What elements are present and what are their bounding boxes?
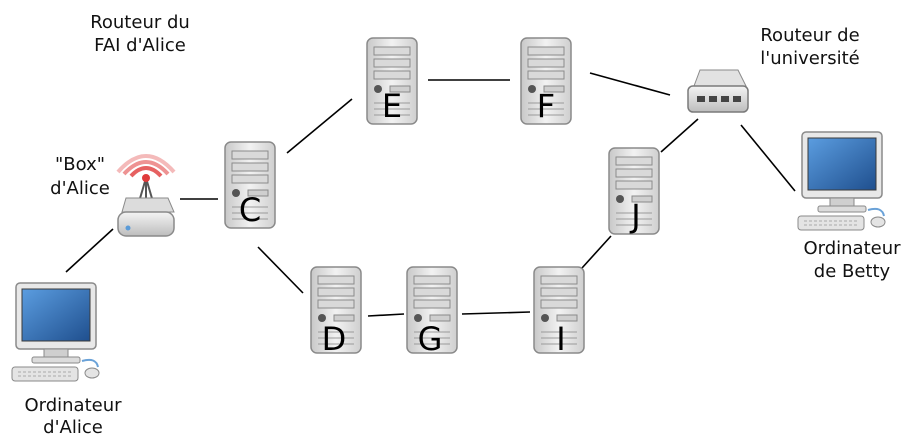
caption-line: Routeur du xyxy=(90,12,190,33)
server-f[interactable]: F xyxy=(520,37,572,125)
server-i[interactable]: I xyxy=(533,266,585,358)
server-c[interactable]: C xyxy=(224,141,276,229)
caption-line: "Box" xyxy=(55,154,105,175)
link-d-g xyxy=(367,313,405,317)
caption-line: FAI d'Alice xyxy=(94,35,186,56)
link-unirouter-bettypc xyxy=(740,124,796,192)
server-label-c: C xyxy=(239,191,261,229)
server-label-d: D xyxy=(322,320,347,358)
server-label-e: E xyxy=(382,87,402,125)
server-d[interactable]: D xyxy=(310,266,362,358)
link-alicepc-box xyxy=(65,228,114,273)
link-i-j xyxy=(581,235,612,269)
link-c-d xyxy=(257,246,304,294)
caption-university-router: Routeur de l'université xyxy=(760,25,859,69)
server-e[interactable]: E xyxy=(366,37,418,125)
link-g-i xyxy=(461,311,531,315)
server-j[interactable]: J xyxy=(608,147,660,235)
caption-line: Routeur de xyxy=(760,25,859,46)
link-unirouter-j xyxy=(660,118,699,153)
caption-betty-computer: Ordinateur de Betty xyxy=(803,238,901,282)
caption-line: Ordinateur xyxy=(24,395,122,416)
server-label-g: G xyxy=(418,320,443,358)
alice-box[interactable] xyxy=(116,154,176,237)
caption-line: l'université xyxy=(760,48,859,69)
caption-isp-router: Routeur du FAI d'Alice xyxy=(90,12,190,56)
caption-line: Ordinateur xyxy=(803,238,901,259)
network-switch-icon xyxy=(687,69,749,113)
university-router[interactable] xyxy=(687,69,749,113)
betty-computer[interactable] xyxy=(797,131,886,231)
desktop-computer-icon xyxy=(11,282,100,382)
caption-alice-computer: Ordinateur d'Alice xyxy=(24,395,122,434)
server-label-j: J xyxy=(629,197,640,235)
wifi-router-icon xyxy=(116,154,176,237)
network-links xyxy=(65,72,796,317)
desktop-computer-icon xyxy=(797,131,886,231)
server-label-f: F xyxy=(537,87,555,125)
server-g[interactable]: G xyxy=(406,266,458,358)
caption-line: d'Alice xyxy=(50,178,110,199)
caption-line: d'Alice xyxy=(43,417,103,434)
alice-computer[interactable] xyxy=(11,282,100,382)
caption-line: de Betty xyxy=(814,261,891,282)
link-f-unirouter xyxy=(589,72,671,96)
server-label-i: I xyxy=(556,320,565,358)
caption-alice-box: "Box" d'Alice xyxy=(50,154,110,199)
link-c-e xyxy=(286,98,353,154)
